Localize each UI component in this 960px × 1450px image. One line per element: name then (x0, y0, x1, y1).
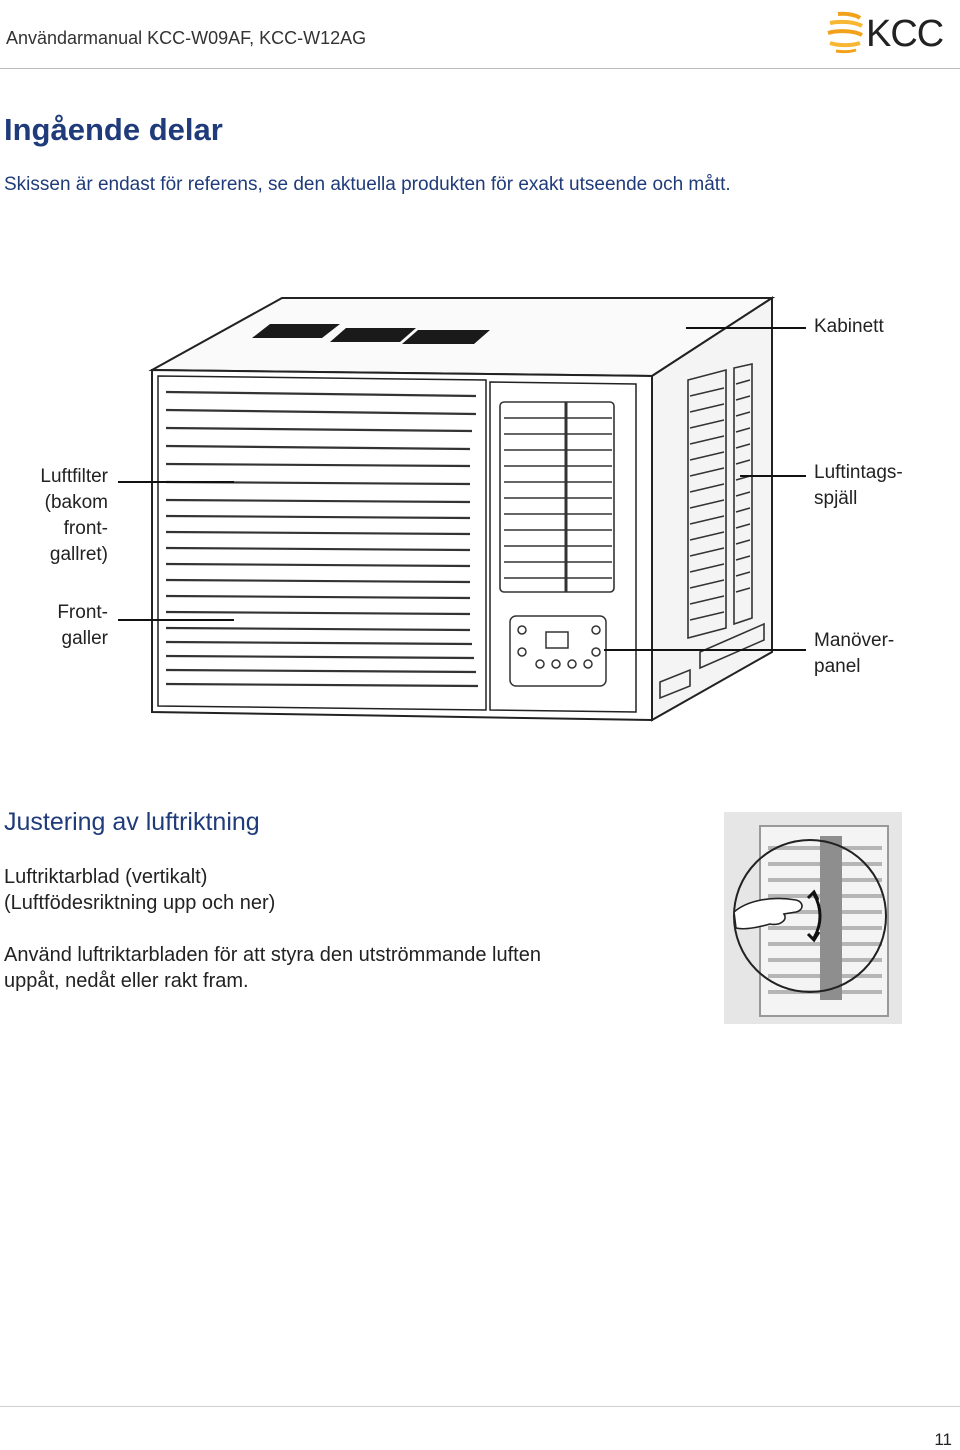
airflow-body: Använd luftriktarbladen för att styra de… (4, 942, 541, 994)
label-intake-damper-line: spjäll (814, 488, 858, 509)
label-front-grille-line: Front- (57, 602, 108, 623)
label-air-filter-line: (bakom (44, 492, 108, 513)
airflow-title: Justering av luftriktning (4, 808, 260, 836)
section-title: Ingående delar (4, 112, 223, 147)
label-control-panel-line: panel (814, 656, 861, 677)
ac-unit-diagram (0, 280, 960, 740)
document-header-title: Användarmanual KCC-W09AF, KCC-W12AG (6, 28, 367, 48)
up-down-arrow-icon (806, 889, 822, 943)
airflow-body-line1: Använd luftriktarbladen för att styra de… (4, 944, 541, 966)
logo-wordmark: KCC (866, 13, 943, 55)
airflow-subtitle-line1: Luftriktarblad (vertikalt) (4, 866, 208, 888)
logo-rings-icon (827, 11, 864, 54)
label-air-filter: Luftfilter (bakom front- gallret) (6, 464, 108, 568)
diagram-leader-lines (118, 327, 806, 651)
louver-adjustment-illustration (724, 812, 902, 1024)
front-grille-drawing (165, 390, 479, 688)
label-intake-damper-line: Luftintags- (814, 462, 903, 483)
label-air-filter-line: front- (63, 518, 108, 539)
airflow-body-line2: uppåt, nedåt eller rakt fram. (4, 970, 249, 992)
air-outlet-louvers-drawing (499, 401, 615, 593)
page-number: 11 (934, 1430, 952, 1449)
section-intro: Skissen är endast för referens, se den a… (4, 174, 731, 195)
header-divider (0, 68, 960, 69)
label-control-panel: Manöver- panel (814, 628, 894, 680)
airflow-subtitle-line2: (Luftfödesriktning upp och ner) (4, 892, 276, 914)
label-front-grille: Front- galler (6, 600, 108, 652)
label-intake-damper: Luftintags- spjäll (814, 460, 903, 512)
label-cabinet: Kabinett (814, 316, 884, 337)
kcc-logo: KCC (816, 6, 956, 56)
label-air-filter-line: Luftfilter (40, 466, 108, 487)
label-air-filter-line: gallret) (49, 544, 108, 565)
airflow-subtitle: Luftriktarblad (vertikalt) (Luftfödesrik… (4, 864, 275, 916)
label-control-panel-line: Manöver- (814, 630, 895, 651)
hand-icon (733, 897, 803, 930)
footer-divider (0, 1406, 960, 1407)
top-vents-drawing (252, 324, 490, 344)
ac-cabinet-drawing (148, 296, 776, 722)
side-vents-drawing (659, 363, 765, 700)
label-front-grille-line: galler (61, 628, 108, 649)
